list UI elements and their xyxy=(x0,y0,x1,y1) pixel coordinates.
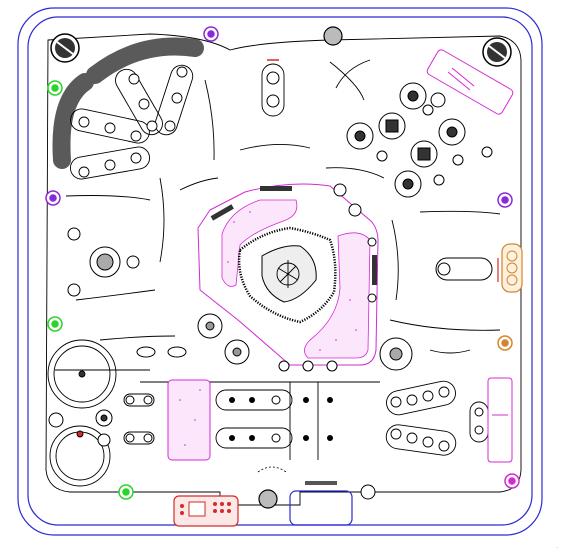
drain-icon xyxy=(323,26,343,46)
jet-icon-group-top-left xyxy=(78,66,188,178)
rotary-jet-cluster xyxy=(346,82,493,198)
led-light-icon-group xyxy=(45,26,520,500)
left-seat-jets xyxy=(67,227,140,297)
filter-icon xyxy=(276,260,300,288)
light-magenta-bottom-right xyxy=(504,473,520,489)
control-panel[interactable] xyxy=(173,495,239,527)
neck-jet-pair xyxy=(261,59,285,117)
air-control-pairs xyxy=(123,346,187,445)
aux-panel[interactable] xyxy=(497,243,523,293)
bottom-right-jet-strips xyxy=(385,377,513,463)
headrest-icon xyxy=(86,37,204,84)
left-round-seat xyxy=(47,339,117,487)
light-orange-right-lower xyxy=(497,335,513,351)
leg-jet-strips xyxy=(69,64,194,180)
drain-icon-bottom xyxy=(258,489,278,509)
skimmer-weir xyxy=(305,481,337,485)
outer-shell xyxy=(17,7,543,536)
texture-speckles xyxy=(179,211,357,446)
footwell-island xyxy=(197,183,379,366)
waterfall-icon xyxy=(426,49,514,115)
bottom-fixtures xyxy=(257,466,376,526)
seat-contour-lines xyxy=(55,59,501,460)
right-round-jet xyxy=(379,337,413,371)
tub-interior-outline xyxy=(45,33,522,506)
light-green-left-lower xyxy=(47,316,63,332)
skimmer-door xyxy=(289,490,353,526)
bottom-seat-pads xyxy=(167,379,333,461)
top-right-corner xyxy=(482,37,512,67)
diverter-valve-icon xyxy=(435,257,493,281)
corner-mark: . xyxy=(556,543,558,550)
light-purple-right xyxy=(497,192,513,208)
footwell-grate-top xyxy=(260,186,292,191)
light-purple-left xyxy=(45,190,61,206)
top-left-corner-lounger xyxy=(50,33,204,169)
footwell-grate-right xyxy=(372,255,377,285)
light-green-bottom xyxy=(118,484,134,500)
lounger-pillow xyxy=(52,73,94,169)
light-green-left-upper xyxy=(47,80,63,96)
footwell-jets xyxy=(197,183,377,372)
air-control-icon xyxy=(48,409,113,447)
footwell-grate-left xyxy=(210,204,234,221)
light-purple-top xyxy=(203,26,219,42)
